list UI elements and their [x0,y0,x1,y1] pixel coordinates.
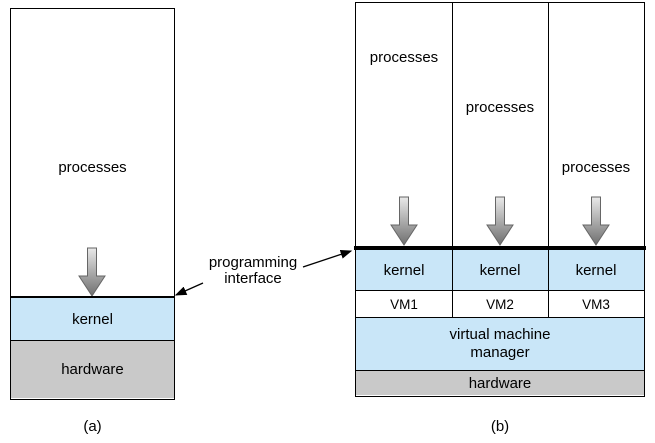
vm1-kernel-label: kernel [383,261,425,279]
vm3-processes-label: processes [561,159,631,176]
vm-row: VM1 VM2 VM3 [356,291,644,318]
vmm-label-line2: manager [470,344,530,361]
down-arrow-icon [486,196,514,246]
column-divider [451,3,453,318]
panel-b: processes processes processes kernel ker… [354,2,646,397]
programming-interface-line [354,246,646,250]
panel-a-hardware-box: hardware [11,340,174,398]
kernel-row: kernel kernel kernel [356,250,644,291]
panel-a-processes-label: processes [58,159,127,176]
vm1-label: VM1 [390,296,418,312]
panel-a-kernel-label: kernel [72,310,113,328]
panel-b-hardware-label: hardware [468,374,532,392]
virtual-machine-manager-box: virtual machine manager [356,318,644,371]
caption-b: (b) [490,418,510,435]
annotation-arrow-right [302,249,353,268]
programming-interface-label: programming interface [196,255,310,287]
vm3-kernel-label: kernel [575,261,617,279]
panel-b-hardware-box: hardware [356,371,644,395]
vm2-processes-label: processes [465,99,535,116]
panel-a: processes kernel hardware [10,8,175,400]
panel-a-hardware-label: hardware [61,361,124,378]
vm1-processes-label: processes [369,49,439,66]
panel-a-kernel-box: kernel [11,296,174,340]
column-divider [548,3,549,318]
down-arrow-icon [390,196,418,246]
down-arrow-icon [582,196,610,246]
caption-a: (a) [83,418,102,435]
vmm-label-line1: virtual machine [449,326,551,343]
vm3-label: VM3 [582,296,610,312]
programming-interface-label-line2: interface [224,270,282,287]
vm2-kernel-label: kernel [479,261,521,279]
down-arrow-icon [78,247,106,297]
vm2-label: VM2 [486,296,514,312]
programming-interface-label-line1: programming [208,254,298,271]
